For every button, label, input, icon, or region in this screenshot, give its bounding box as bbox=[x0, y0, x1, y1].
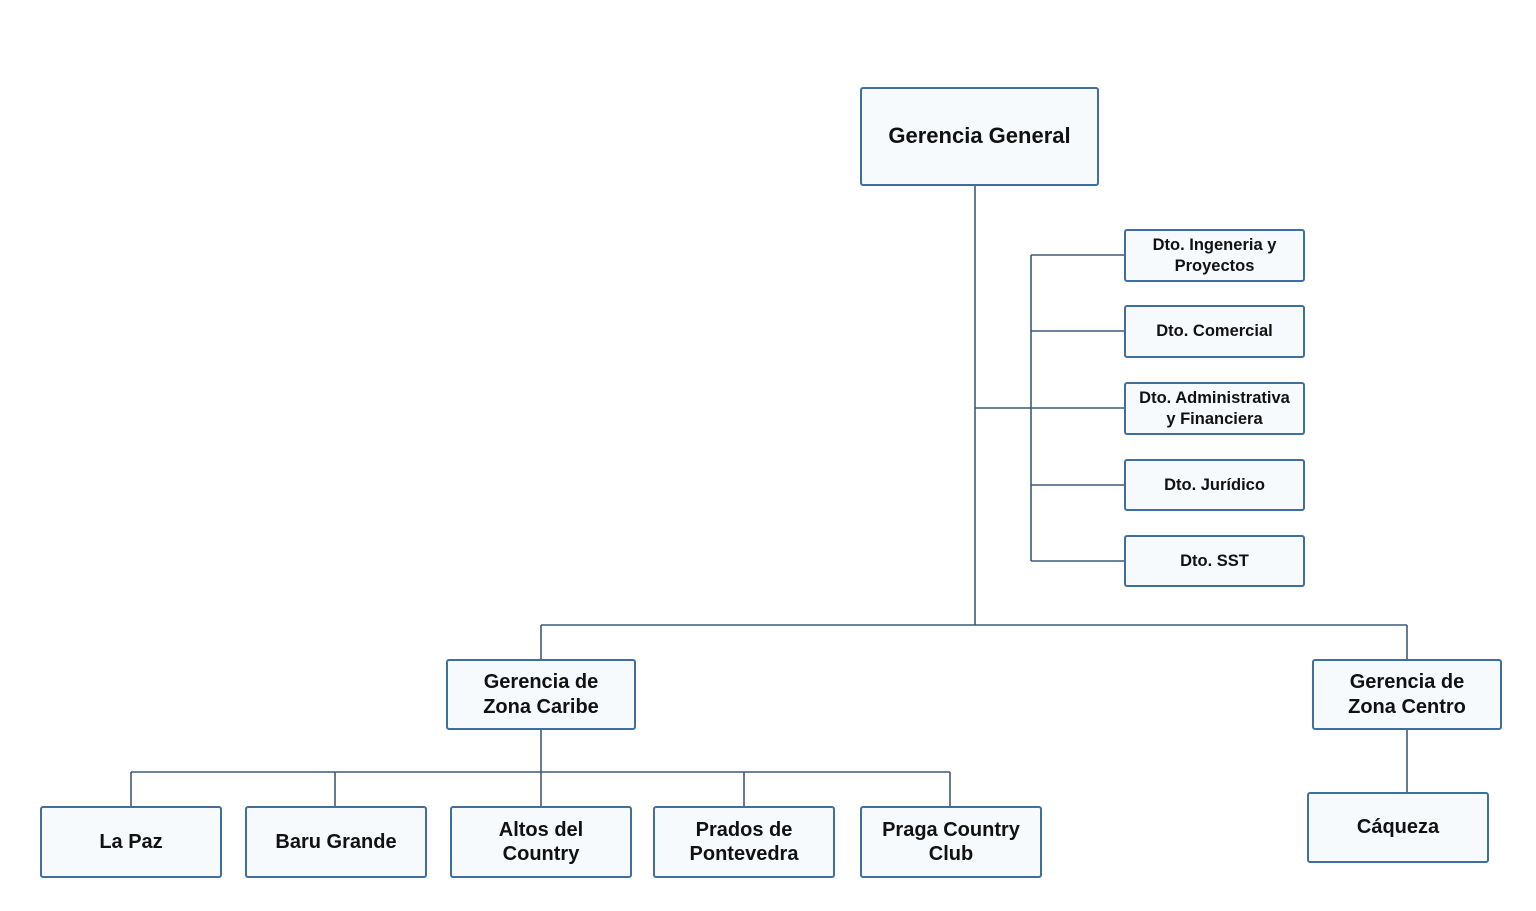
node-gerencia-general: Gerencia General bbox=[860, 87, 1099, 186]
node-label: Baru Grande bbox=[275, 830, 397, 853]
node-label: Altos del Country bbox=[498, 818, 584, 865]
node-dto-ingeneria: Dto. Ingeneria y Proyectos bbox=[1124, 229, 1305, 282]
node-label: Dto. Jurídico bbox=[1164, 475, 1265, 494]
node-label: Dto. Administrativa y Financiera bbox=[1139, 389, 1290, 428]
node-label: Cáqueza bbox=[1356, 816, 1440, 839]
node-site-caqueza: Cáqueza bbox=[1307, 792, 1489, 863]
node-site-baru-grande: Baru Grande bbox=[245, 806, 427, 878]
node-site-altos-del-country: Altos del Country bbox=[450, 806, 632, 878]
node-site-prados-de-pontevedra: Prados de Pontevedra bbox=[653, 806, 835, 878]
node-zona-centro: Gerencia de Zona Centro bbox=[1312, 659, 1502, 730]
node-dto-administrativa: Dto. Administrativa y Financiera bbox=[1124, 382, 1305, 435]
node-label: Gerencia de Zona Centro bbox=[1348, 671, 1466, 718]
node-label: La Paz bbox=[99, 830, 163, 853]
node-site-praga-country-club: Praga Country Club bbox=[860, 806, 1042, 878]
node-label: Dto. Ingeneria y Proyectos bbox=[1152, 236, 1277, 275]
node-label: Gerencia General bbox=[888, 123, 1071, 149]
node-label: Dto. Comercial bbox=[1156, 322, 1273, 341]
node-label: Dto. SST bbox=[1180, 551, 1249, 570]
node-label: Gerencia de Zona Caribe bbox=[483, 671, 599, 718]
node-dto-comercial: Dto. Comercial bbox=[1124, 305, 1305, 358]
node-site-la-paz: La Paz bbox=[40, 806, 222, 878]
node-dto-sst: Dto. SST bbox=[1124, 535, 1305, 587]
node-zona-caribe: Gerencia de Zona Caribe bbox=[446, 659, 636, 730]
node-label: Praga Country Club bbox=[882, 818, 1020, 865]
node-dto-juridico: Dto. Jurídico bbox=[1124, 459, 1305, 511]
node-label: Prados de Pontevedra bbox=[689, 818, 799, 865]
